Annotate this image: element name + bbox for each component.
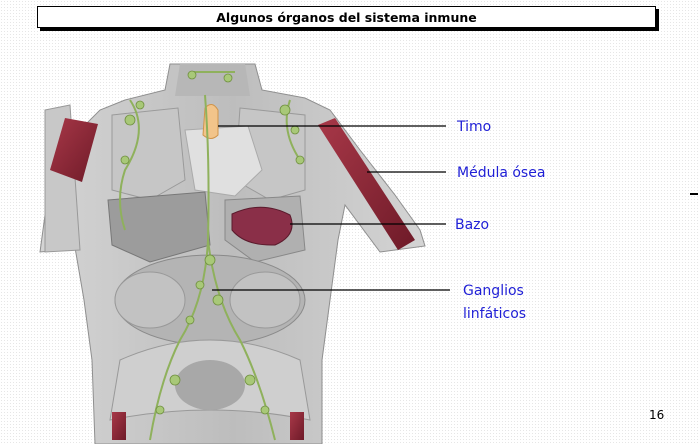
label-timo: Timo [457,116,491,138]
edge-dash [690,193,698,195]
label-linfaticos: linfáticos [463,303,526,325]
label-ganglios: Ganglios [463,280,524,302]
page-number: 16 [649,408,664,422]
torso-silhouette [40,64,425,444]
label-medula-osea: Médula ósea [457,162,545,184]
label-bazo: Bazo [455,214,489,236]
